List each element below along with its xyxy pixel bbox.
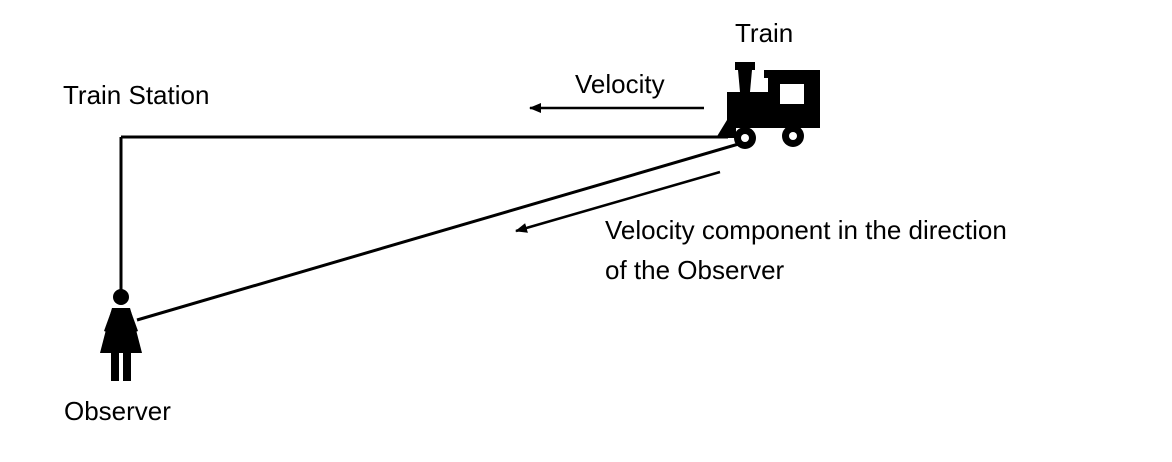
person-icon [100, 289, 142, 381]
velocity-component-label-line1: Velocity component in the direction [605, 215, 1007, 245]
velocity-component-label-line2: of the Observer [605, 255, 785, 285]
steam-locomotive-icon [716, 62, 820, 149]
line-of-sight [136, 141, 743, 322]
velocity-label: Velocity [575, 69, 665, 99]
observer-label: Observer [64, 396, 171, 426]
velocity-component-arrow [515, 170, 721, 233]
train-label: Train [735, 18, 794, 48]
train-station-label: Train Station [63, 80, 210, 110]
